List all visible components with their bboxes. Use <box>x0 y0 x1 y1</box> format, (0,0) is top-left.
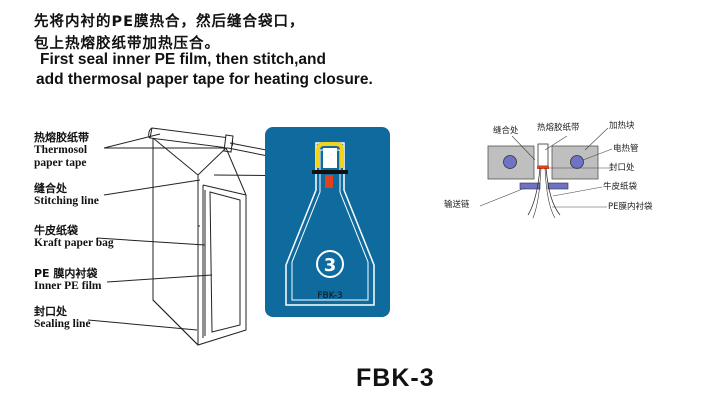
label-stitch-en: Stitching line <box>34 195 99 207</box>
bag-illustration <box>148 127 247 346</box>
label-pe-en: Inner PE film <box>34 280 102 292</box>
machine-stitch <box>537 166 549 169</box>
panel-badge-number: 3 <box>324 255 337 276</box>
panel-badge-circle <box>316 250 344 278</box>
machine-label-pe: PE膜内衬袋 <box>608 202 653 212</box>
label-kraft: 牛皮纸袋 Kraft paper bag <box>34 224 114 250</box>
bag-leader-lines <box>87 133 228 331</box>
header-en-line1: First seal inner PE film, then stitch,an… <box>40 51 326 68</box>
machine-label-kraft: 牛皮纸袋 <box>603 182 638 192</box>
panel-background <box>265 127 390 317</box>
label-pe-cn: PE 膜内衬袋 <box>34 267 98 280</box>
bag-body <box>152 138 247 346</box>
panel-stitch-bar <box>312 170 348 174</box>
machine-diagram <box>487 143 599 219</box>
label-tape-cn: 热熔胶纸带 <box>34 131 89 144</box>
machine-bag-top <box>537 143 549 167</box>
label-stitch: 缝合处 Stitching line <box>34 182 99 208</box>
header-cn-line1: 先将内衬的PE膜热合，然后缝合袋口， <box>34 14 305 30</box>
machine-label-seal: 封口处 <box>609 163 635 173</box>
label-seal-en: Sealing line <box>34 318 91 330</box>
label-tape: 热熔胶纸带 Thermosol paper tape <box>34 131 89 170</box>
label-seal: 封口处 Sealing line <box>34 305 91 331</box>
label-tape-en1: Thermosol <box>34 144 88 156</box>
panel-badge-text: FBK-3 <box>317 291 342 301</box>
process-panel: 3 FBK-3 <box>265 127 390 317</box>
machine-label-tape: 热熔胶纸带 <box>537 123 580 133</box>
panel-seal <box>325 175 333 188</box>
label-kraft-en: Kraft paper bag <box>34 237 114 249</box>
machine-label-stitch: 缝合处 <box>493 126 519 136</box>
label-seal-cn: 封口处 <box>34 305 67 318</box>
label-tape-en2: paper tape <box>34 157 87 169</box>
right-conveyor <box>547 182 569 190</box>
machine-label-heat-pipe: 电热管 <box>613 144 639 154</box>
left-heat-pipe <box>503 155 517 169</box>
label-kraft-cn: 牛皮纸袋 <box>34 224 78 237</box>
label-stitch-cn: 缝合处 <box>34 182 67 195</box>
panel-tape <box>316 142 344 168</box>
model-title: FBK-3 <box>356 364 435 392</box>
bag-inner-liner <box>209 191 241 333</box>
machine-label-heater: 加热块 <box>609 121 635 131</box>
machine-leader-lines <box>479 127 613 208</box>
panel-bag-mouth <box>323 148 337 168</box>
header-cn-line2: 包上热熔胶纸带加热压合。 <box>34 36 220 52</box>
right-heat-pipe <box>570 155 584 169</box>
label-pe: PE 膜内衬袋 Inner PE film <box>34 267 102 293</box>
machine-label-conveyor: 输送链 <box>444 200 470 210</box>
header-en-line2: add thermosal paper tape for heating clo… <box>36 71 373 88</box>
